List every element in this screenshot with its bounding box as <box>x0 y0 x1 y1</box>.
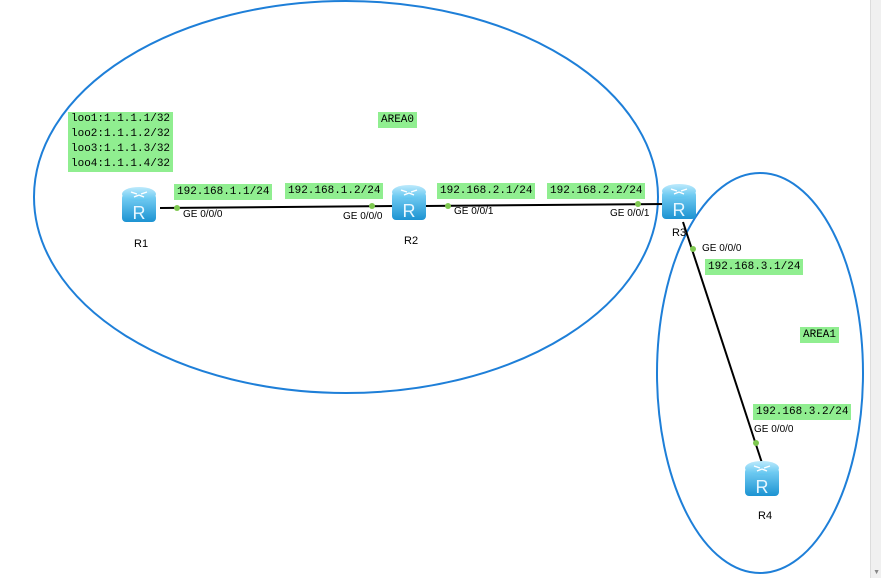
r3-g000-port-label: GE 0/0/0 <box>702 243 742 254</box>
scroll-down-arrow-icon[interactable]: ▼ <box>873 569 880 576</box>
r2-g001-port-label: GE 0/0/1 <box>454 206 494 217</box>
area0-label: AREA0 <box>378 112 418 128</box>
router-r1-glyph: R <box>133 203 146 223</box>
router-r2[interactable]: R <box>392 185 426 221</box>
r1-loopback-list: loo1:1.1.1.1/32 loo2:1.1.1.2/32 loo3:1.1… <box>68 112 174 172</box>
area1-label: AREA1 <box>800 327 840 343</box>
r3-g000-ip-label: 192.168.3.1/24 <box>705 259 804 275</box>
port-dot-r3-g001 <box>635 201 641 207</box>
vertical-scrollbar[interactable]: ▼ <box>870 0 881 578</box>
loopback-3: loo3:1.1.1.3/32 <box>68 142 174 157</box>
router-r2-glyph: R <box>403 201 416 221</box>
loopback-4: loo4:1.1.1.4/32 <box>68 157 174 172</box>
router-r4-glyph: R <box>756 477 769 497</box>
router-r1[interactable]: R <box>122 187 156 223</box>
r4-name: R4 <box>758 510 773 522</box>
port-dot-r3-g000 <box>690 246 696 252</box>
r2-g000-port-label: GE 0/0/0 <box>343 211 383 222</box>
area1-boundary <box>656 172 864 574</box>
link-r3-r4[interactable] <box>682 221 763 464</box>
area0-boundary <box>33 0 659 394</box>
router-r3[interactable]: R <box>662 184 696 220</box>
port-dot-r1-g000 <box>174 205 180 211</box>
link-r1-r2[interactable] <box>159 205 396 209</box>
port-dot-r4-g000 <box>753 440 759 446</box>
link-r2-r3[interactable] <box>424 203 666 207</box>
r3-g001-port-label: GE 0/0/1 <box>610 208 650 219</box>
router-r4[interactable]: R <box>745 461 779 497</box>
r1-g000-port-label: GE 0/0/0 <box>183 209 223 220</box>
r3-g001-ip-label: 192.168.2.2/24 <box>547 183 646 199</box>
router-r3-glyph: R <box>673 200 686 220</box>
r4-g000-ip-label: 192.168.3.2/24 <box>753 404 852 420</box>
r3-name: R3 <box>672 227 687 239</box>
r2-g000-ip-label: 192.168.1.2/24 <box>285 183 384 199</box>
loopback-1: loo1:1.1.1.1/32 <box>68 112 174 127</box>
r1-g000-ip-label: 192.168.1.1/24 <box>174 184 273 200</box>
port-dot-r2-g000 <box>369 203 375 209</box>
r2-name: R2 <box>404 235 419 247</box>
r1-name: R1 <box>134 238 149 250</box>
r2-g001-ip-label: 192.168.2.1/24 <box>437 183 536 199</box>
r4-g000-port-label: GE 0/0/0 <box>754 424 794 435</box>
port-dot-r2-g001 <box>445 203 451 209</box>
loopback-2: loo2:1.1.1.2/32 <box>68 127 174 142</box>
